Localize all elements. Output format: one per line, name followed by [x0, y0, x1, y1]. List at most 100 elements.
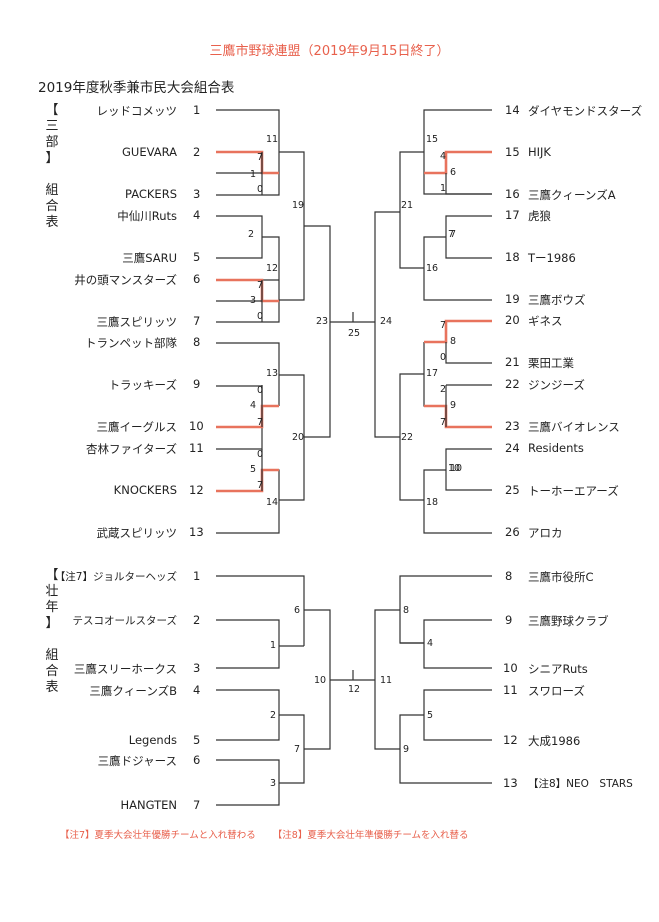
score: 8: [450, 336, 457, 347]
team-name: 【注7】ジョルターヘッズ: [54, 571, 177, 583]
match-number: 11: [266, 134, 279, 145]
team-number: 7: [193, 798, 201, 812]
match-number: 6: [294, 605, 301, 616]
match-number: 8: [403, 605, 410, 616]
score: 2: [440, 384, 447, 395]
team-name: Residents: [528, 441, 584, 455]
team-name: アロカ: [528, 526, 563, 540]
match-number: 2: [248, 229, 255, 240]
team-number: 19: [505, 292, 520, 306]
team-name: レッドコメッツ: [96, 104, 178, 118]
team-number: 7: [193, 314, 201, 328]
team-name: 三鷹クィーンズB: [89, 684, 177, 698]
match-number: 3: [270, 778, 277, 789]
footnote-8: 【注8】夏季大会壮年準優勝チームを入れ替る: [272, 830, 469, 841]
team-name: ジンジーズ: [528, 378, 585, 392]
team-name: HANGTEN: [120, 798, 177, 812]
team-number: 26: [505, 525, 520, 539]
team-name: PACKERS: [125, 187, 177, 201]
section-1-label-char: 】: [45, 151, 59, 166]
team-number: 8: [505, 569, 513, 583]
score: 5: [250, 464, 257, 475]
section-2-label-char: 組: [45, 648, 59, 663]
team-number: 20: [505, 313, 520, 327]
match-number: 1: [270, 640, 277, 651]
team-name: GUEVARA: [122, 145, 177, 159]
score: 7: [257, 152, 264, 163]
document-title: 2019年度秋季兼市民大会組合表: [38, 80, 235, 96]
match-number: 16: [426, 263, 439, 274]
score: 0: [257, 449, 264, 460]
score: 0: [440, 352, 447, 363]
team-name: 大成1986: [528, 734, 581, 748]
team-name: 杏林ファイターズ: [86, 442, 177, 456]
section-1-label-char: 部: [45, 135, 59, 150]
team-name: 三鷹クィーンズA: [528, 188, 616, 202]
team-name: スワローズ: [528, 684, 585, 698]
team-number: 6: [193, 753, 201, 767]
team-number: 18: [505, 250, 520, 264]
team-name: 三鷹イーグルス: [96, 420, 178, 434]
score: 6: [450, 167, 457, 178]
team-number: 11: [189, 441, 204, 455]
team-number: 13: [189, 525, 204, 539]
league-header: 三鷹市野球連盟（2019年9月15日終了）: [209, 44, 450, 59]
score: 7: [257, 480, 264, 491]
team-number: 16: [505, 187, 520, 201]
team-name: テスコオールスターズ: [72, 615, 177, 627]
match-number: 18: [426, 497, 439, 508]
team-name: HIJK: [528, 145, 551, 159]
section-1-label: 【 三 部 】 組 合 表: [44, 103, 60, 231]
score: 1: [440, 183, 447, 194]
team-name: トーホーエアーズ: [528, 484, 619, 498]
team-name: 三鷹スリーホークス: [73, 662, 177, 676]
section-2-label: 【 壮 年 】 組 合 表: [44, 568, 60, 696]
team-name: 中仙川Ruts: [117, 209, 177, 223]
score: 7: [257, 417, 264, 428]
section-2-bracket: [216, 575, 492, 806]
match-number: 14: [266, 497, 279, 508]
team-name: ダイヤモンドスターズ: [528, 104, 643, 118]
team-name: 三鷹ボウズ: [528, 293, 586, 307]
team-number: 11: [503, 683, 518, 697]
section-2-label-char: 壮: [45, 584, 59, 599]
team-number: 3: [193, 661, 201, 675]
footnotes: 【注7】夏季大会壮年優勝チームと入れ替わる 【注8】夏季大会壮年準優勝チームを入…: [60, 827, 483, 841]
score: 7: [440, 320, 447, 331]
team-number: 10: [503, 661, 518, 675]
team-name: Legends: [128, 733, 177, 747]
team-number: 9: [193, 377, 201, 391]
section-1-label-char: 【: [45, 103, 59, 118]
section-1-label-char: 表: [45, 215, 59, 230]
team-number: 3: [193, 187, 201, 201]
match-number: 12: [266, 263, 279, 274]
team-number: 24: [505, 441, 520, 455]
team-name: 【注8】NEO STARS: [528, 778, 633, 790]
team-name: 三鷹バイオレンス: [528, 420, 620, 434]
section-1-label-char: 合: [45, 199, 59, 214]
match-number: 4: [427, 638, 434, 649]
team-name: 三鷹スピリッツ: [96, 315, 178, 329]
score: 7: [257, 280, 264, 291]
match-number: 2: [270, 710, 277, 721]
match-number: 23: [316, 316, 329, 327]
score: 10: [450, 463, 463, 474]
footnote-7: 【注7】夏季大会壮年優勝チームと入れ替わる: [60, 830, 256, 841]
section-1-label-char: 組: [45, 183, 59, 198]
match-number: 21: [401, 200, 414, 211]
score: 0: [257, 311, 264, 322]
score: 7: [450, 229, 457, 240]
team-number: 4: [193, 683, 201, 697]
score: 9: [450, 400, 457, 411]
team-name: 井の頭マンスターズ: [74, 273, 177, 287]
team-number: 1: [193, 569, 201, 583]
team-number: 5: [193, 733, 201, 747]
team-number: 13: [503, 776, 518, 790]
team-name: トランペット部隊: [85, 336, 177, 350]
match-number: 7: [448, 229, 455, 240]
team-number: 6: [193, 272, 201, 286]
team-number: 1: [193, 103, 201, 117]
section-2-label-char: 【: [45, 568, 59, 583]
match-number: 10: [314, 675, 327, 686]
